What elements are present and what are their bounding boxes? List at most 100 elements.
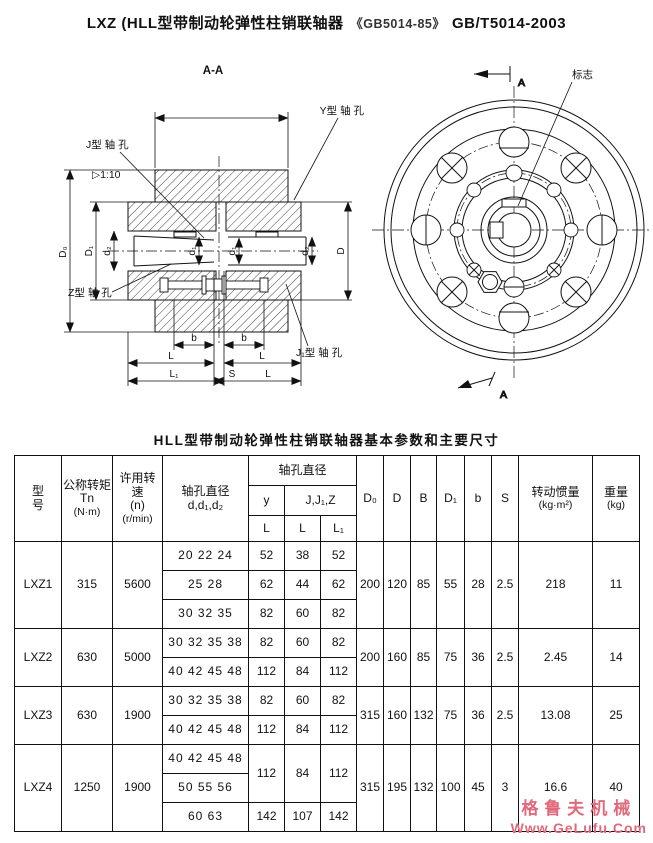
dim-d1-right: d₁ [227, 246, 238, 256]
cell-speed: 1900 [112, 686, 163, 745]
cell-bores: 30 32 35 38 [162, 628, 249, 658]
dim-D: D [336, 247, 347, 254]
cell-speed: 1900 [112, 744, 163, 832]
y-bore-label: Y型 轴 孔 [320, 104, 365, 117]
cell-D: 160 [383, 686, 412, 745]
header-S: S [491, 455, 520, 542]
cell-bores: 40 42 45 48 [162, 657, 249, 687]
cell-speed: 5600 [112, 541, 163, 629]
cell-D0: 200 [356, 628, 385, 687]
dim-b-right: b [241, 333, 247, 344]
cell-bores: 50 55 56 [162, 773, 249, 803]
cell-D0: 200 [356, 541, 385, 629]
small-holes [449, 164, 579, 298]
cell-B: 85 [410, 541, 438, 629]
table-row: 40 42 45 48 112 84 112 [15, 657, 640, 687]
watermark: 格鲁夫机械 Www.GeLufu.Com [511, 798, 647, 837]
cell-Lj: 60 [284, 628, 321, 658]
center-bore [489, 198, 532, 248]
cell-weight: 25 [592, 686, 641, 745]
title-standard-old: 《GB5014-85》 [350, 17, 446, 31]
cell-D0: 315 [356, 686, 385, 745]
cell-b: 45 [464, 744, 493, 832]
header-inertia-unit: (kg·m²) [538, 499, 573, 512]
cell-Lj: 60 [284, 686, 321, 716]
cell-D: 195 [383, 744, 412, 832]
header-L1: L₁ [319, 515, 358, 542]
cell-L1: 112 [319, 657, 358, 687]
header-inertia-name: 转动惯量 [531, 484, 580, 499]
cell-Ly: 62 [248, 570, 285, 600]
header-L-y: L [248, 515, 285, 542]
top-width-dimension [154, 112, 289, 168]
cell-S: 3 [491, 744, 520, 832]
cell-Lj: 38 [284, 541, 321, 571]
cell-model: LXZ2 [14, 628, 62, 687]
cell-D: 120 [383, 541, 412, 629]
j-bore-label: J型 轴 孔 [86, 138, 129, 151]
header-speed-name: 许用转速 [119, 470, 156, 499]
header-speed-unit: (r/min) [122, 513, 153, 526]
cell-D0: 315 [356, 744, 385, 832]
cell-D1: 75 [436, 628, 466, 687]
parameters-table: 型号 公称转矩 Tn (N·m) 许用转速 (n) (r/min) 轴孔直径 d… [14, 455, 641, 832]
cell-L1: 52 [319, 541, 358, 571]
cell-speed: 5000 [112, 628, 163, 687]
cell-Lj: 84 [284, 744, 321, 803]
header-torque-name: 公称转矩 [63, 477, 112, 492]
cell-bores: 40 42 45 48 [162, 715, 249, 745]
header-weight-name: 重量 [604, 484, 629, 499]
dim-d2-right: d₂ [300, 246, 311, 256]
dim-L-left: L [168, 351, 174, 362]
cell-B: 132 [410, 744, 438, 832]
cell-bores: 30 32 35 [162, 599, 249, 629]
header-speed: 许用转速 (n) (r/min) [112, 455, 163, 542]
cell-bores: 40 42 45 48 [162, 744, 249, 774]
header-model-text: 型号 [31, 483, 44, 513]
cell-S: 2.5 [491, 628, 520, 687]
watermark-url: Www.GeLufu.Com [510, 819, 647, 836]
cell-D1: 100 [436, 744, 466, 832]
header-D: D [383, 455, 412, 542]
page-title: LXZ (HLL型带制动轮弹性柱销联轴器 《GB5014-85》 GB/T501… [0, 12, 653, 33]
dim-D0: D₀ [58, 246, 69, 257]
cell-torque: 315 [61, 541, 113, 629]
diameter-dimension-labels: D₀ D₁ d₂ d₁ d₁ d₂ D [58, 245, 347, 258]
cell-model: LXZ1 [14, 541, 62, 629]
table-row: 60 63 142 107 142 [15, 802, 640, 832]
cell-Lj: 107 [284, 802, 321, 832]
cell-L1: 112 [319, 744, 358, 803]
cell-D1: 55 [436, 541, 466, 629]
cell-B: 85 [410, 628, 438, 687]
table-row: 25 28 62 44 62 [15, 570, 640, 600]
mark-callout: 标志 [517, 68, 593, 207]
cell-weight: 11 [592, 541, 641, 629]
dim-b-left: b [191, 333, 197, 344]
cell-weight: 40 [592, 744, 641, 832]
table-row: 30 32 35 82 60 82 [15, 599, 640, 629]
hex-nut [477, 271, 503, 293]
cell-bores: 30 32 35 38 [162, 686, 249, 716]
header-model: 型号 [14, 455, 62, 542]
cell-inertia: 218 [518, 541, 594, 629]
length-dimension-labels: b b L L L₁ S L [168, 333, 271, 380]
z-bore-label: Z型 轴 孔 [68, 286, 112, 299]
section-label: A-A [203, 65, 223, 77]
section-arrow-top-label: A [518, 77, 525, 89]
section-arrow-bottom: A [457, 371, 508, 402]
cell-Ly: 112 [248, 715, 285, 745]
header-torque-symbol: Tn [79, 491, 94, 506]
cell-b: 36 [464, 686, 493, 745]
header-B: B [410, 455, 438, 542]
dim-L1: L₁ [170, 369, 180, 380]
mark-label: 标志 [572, 68, 593, 81]
cell-model: LXZ4 [14, 744, 62, 832]
header-weight-unit: (kg) [606, 499, 626, 512]
header-bore-name: 轴孔直径 [181, 483, 230, 498]
section-view: A-A [58, 65, 365, 386]
cell-b: 36 [464, 628, 493, 687]
cell-Ly: 82 [248, 628, 285, 658]
header-bore-symbol: d,d₁,d₂ [187, 497, 224, 512]
cell-B: 132 [410, 686, 438, 745]
taper-label: ▷1:10 [92, 169, 121, 181]
